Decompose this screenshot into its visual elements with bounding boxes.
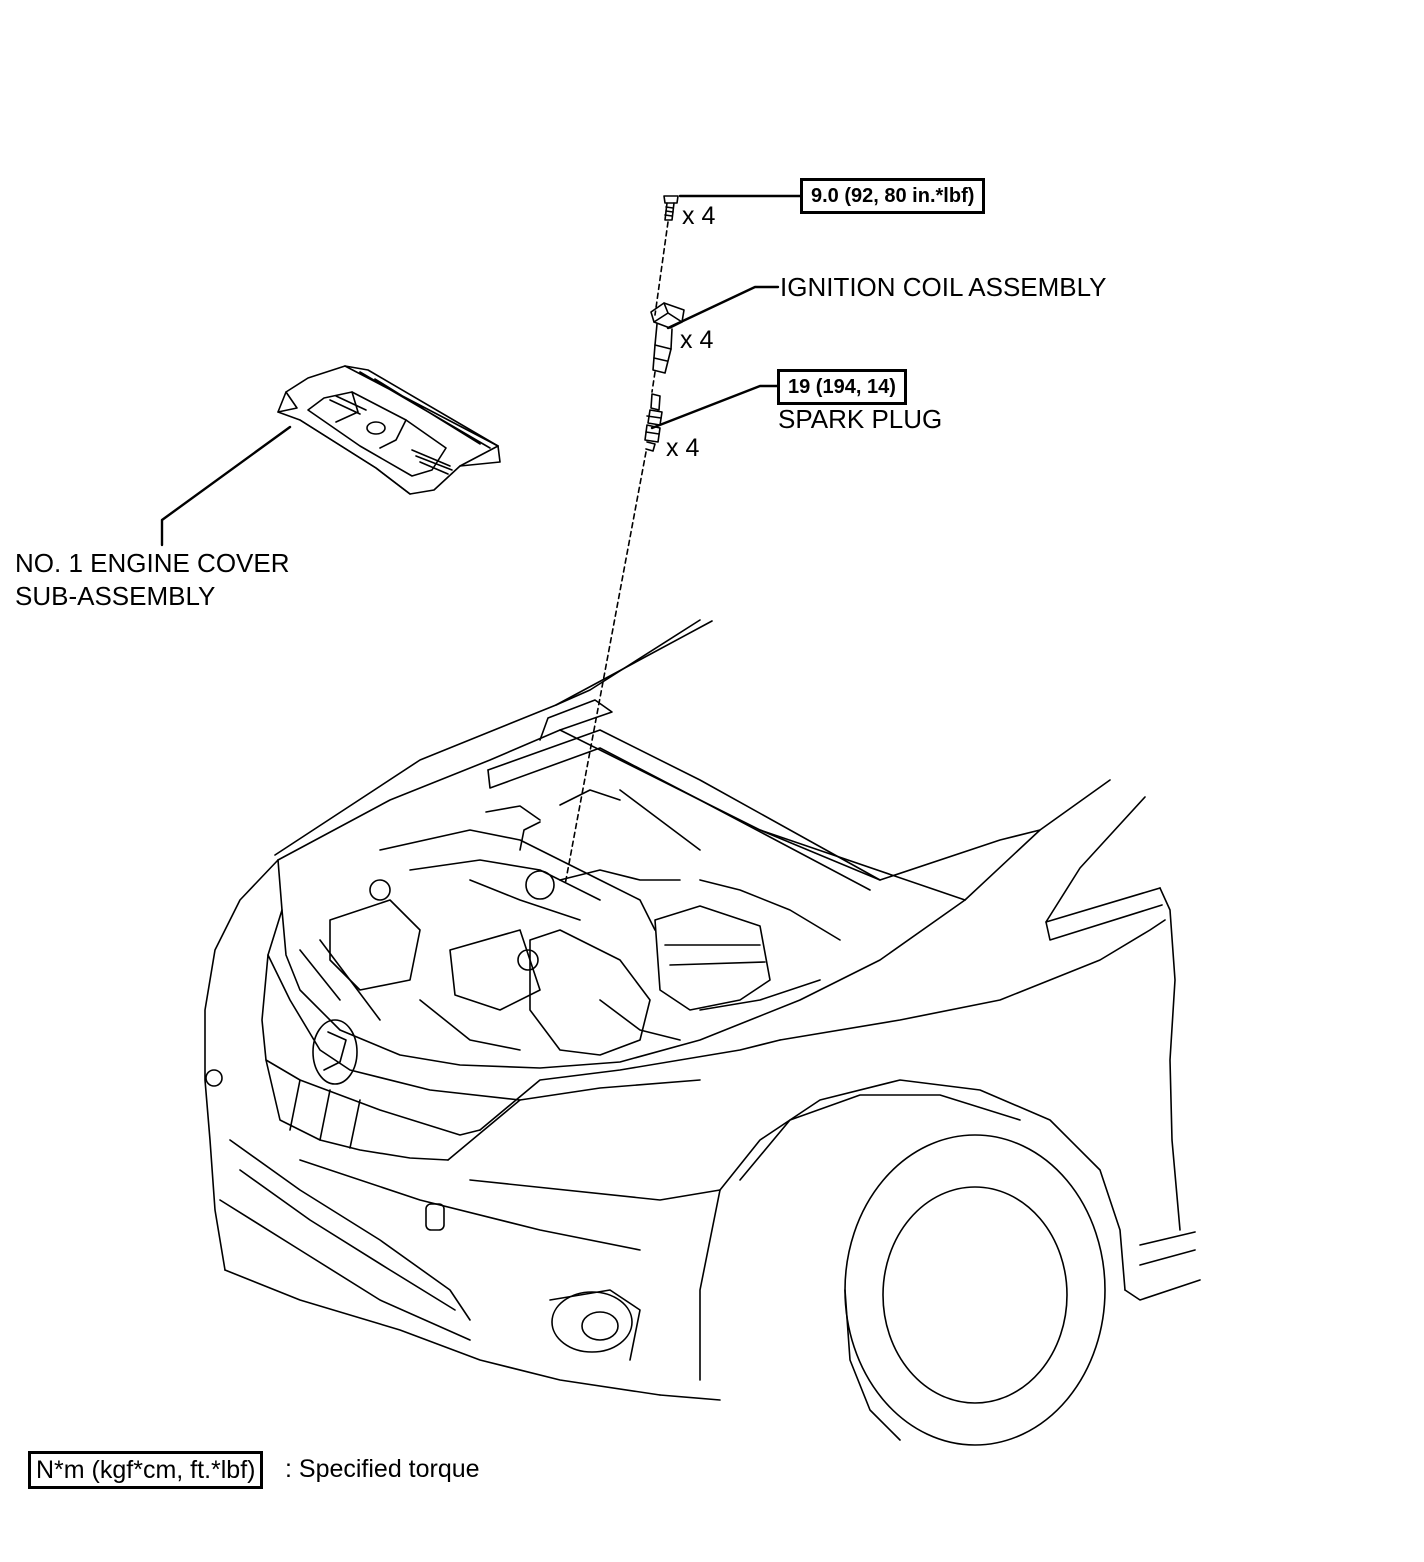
spark-plug-quantity: x 4	[666, 434, 700, 462]
torque-legend-description: : Specified torque	[285, 1455, 480, 1483]
spark-plug-label: SPARK PLUG	[778, 404, 943, 434]
installation-axis	[564, 221, 669, 886]
leader-lines	[160, 194, 802, 547]
spark-plug-part	[644, 393, 663, 452]
engine-cover-label-line2: SUB-ASSEMBLY	[15, 581, 216, 611]
bolt-part	[663, 195, 679, 221]
bolt-quantity: x 4	[682, 202, 716, 230]
ignition-coil-label: IGNITION COIL ASSEMBLY	[780, 272, 1107, 302]
bolt-torque-spec: 9.0 (92, 80 in.*lbf)	[800, 178, 986, 214]
engine-cover-part	[277, 365, 501, 495]
engine-cover-label-line1: NO. 1 ENGINE COVER	[15, 548, 290, 578]
spark-plug-torque-spec: 19 (194, 14)	[777, 369, 907, 405]
vehicle-front-illustration	[204, 619, 1201, 1446]
torque-unit-legend-box: N*m (kgf*cm, ft.*lbf)	[28, 1451, 264, 1489]
ignition-coil-quantity: x 4	[680, 326, 714, 354]
